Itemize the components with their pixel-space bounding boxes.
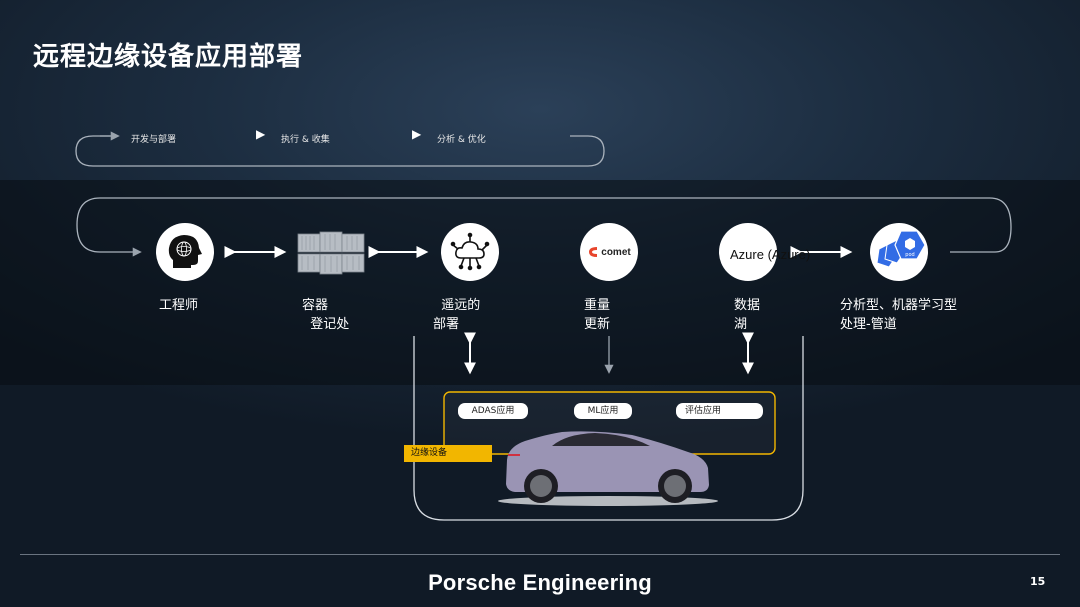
node-label-weight-update: 重量 更新 [584, 298, 611, 332]
node-label-ml-pipeline: 分析型、机器学习型 处理-管道 [840, 298, 958, 332]
step-execute-collect: 执行 & 收集 [281, 135, 330, 145]
cloud-network-icon [441, 223, 499, 281]
pod-text: pod [905, 252, 914, 258]
step-analyze-optimize: 分析 & 优化 [437, 135, 486, 145]
azure-icon [719, 223, 777, 281]
comet-logo: comet [580, 223, 638, 281]
comet-logo-text: comet [601, 246, 631, 258]
process-band [0, 180, 1080, 385]
edge-device-label: 边缘设备 [404, 445, 492, 462]
container-registry-icon [296, 228, 366, 276]
brand-logo-text: Porsche Engineering [428, 570, 652, 595]
azure-text: Azure (Azure) [730, 247, 811, 262]
edge-app-ml: ML应用 [574, 403, 632, 419]
play-arrow-icon: ▶ [256, 127, 266, 141]
car-illustration [498, 431, 718, 506]
page-title: 远程边缘设备应用部署 [33, 42, 304, 72]
main-loop [76, 197, 1012, 257]
edge-loop [413, 336, 804, 521]
top-loop [75, 135, 605, 167]
engineer-head-icon [156, 223, 214, 281]
node-label-engineer: 工程师 [159, 298, 199, 313]
kubernetes-pod-icon: pod [870, 223, 928, 281]
step-develop-deploy: 开发与部署 [131, 135, 177, 145]
edge-app-adas: ADAS应用 [458, 403, 528, 419]
node-label-data-lake: 数据 湖 [734, 298, 761, 332]
edge-app-evaluation: 评估应用 [676, 403, 763, 419]
page-number: 15 [1030, 575, 1046, 588]
play-arrow-icon: ▶ [412, 127, 422, 141]
node-label-container-registry: 容器 登记处 [302, 298, 350, 332]
footer-divider [20, 554, 1060, 555]
node-label-remote-deploy: 遥远的 部署 [433, 298, 481, 332]
